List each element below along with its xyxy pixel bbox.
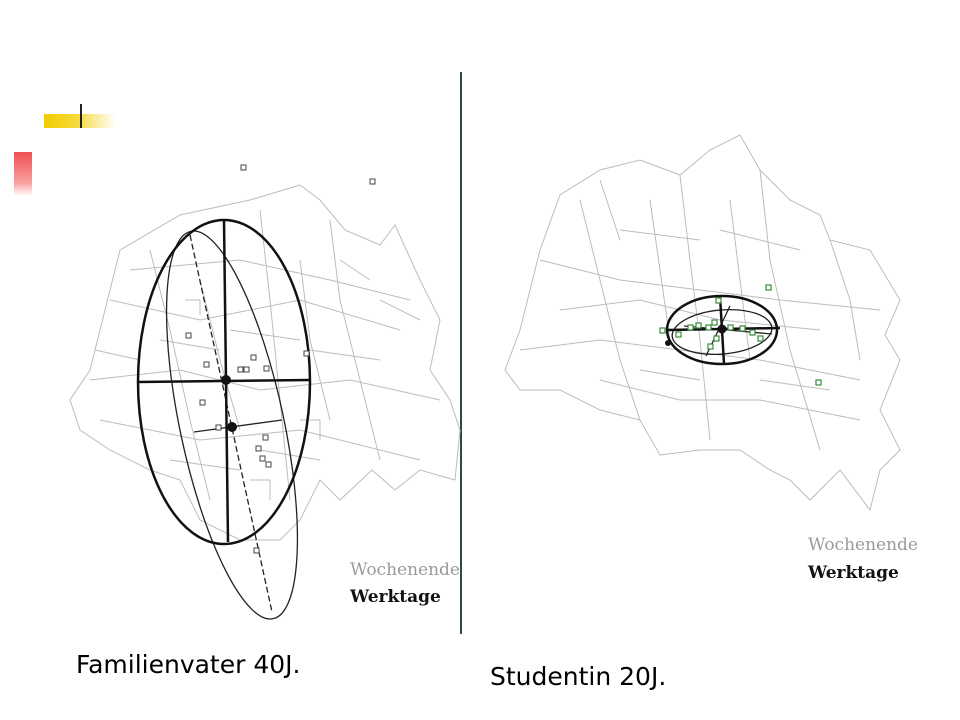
decor-tick — [80, 104, 82, 128]
right-legend-workdays: Werktage — [808, 563, 899, 583]
left-center-weekend — [227, 422, 237, 432]
right-center-weekend — [665, 340, 671, 346]
right-legend-weekend: Wochenende — [808, 535, 918, 555]
right-center-workdays — [717, 324, 727, 334]
left-caption: Familienvater 40J. — [76, 650, 301, 679]
right-points — [659, 284, 822, 386]
left-points — [185, 164, 376, 554]
left-legend-workdays: Werktage — [350, 587, 441, 607]
right-caption: Studentin 20J. — [490, 662, 667, 691]
decor-red-bar — [14, 152, 32, 196]
left-city-map — [69, 184, 461, 541]
left-center-workdays — [221, 375, 231, 385]
left-legend-weekend: Wochenende — [350, 560, 460, 580]
panel-divider — [460, 72, 462, 634]
right-city-map — [504, 134, 901, 512]
